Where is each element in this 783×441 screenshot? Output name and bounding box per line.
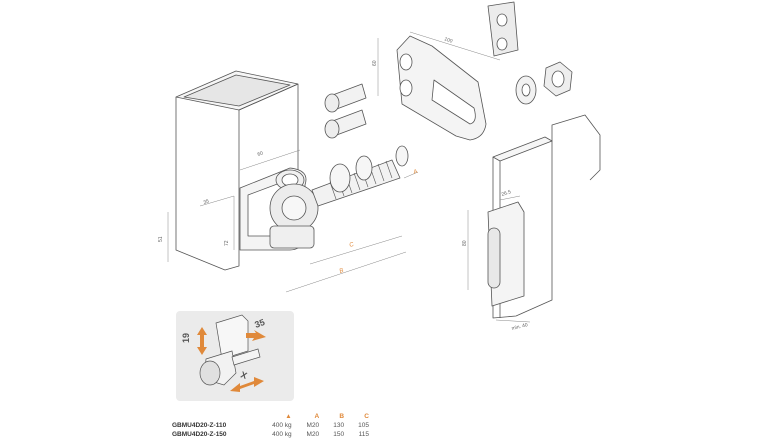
weld-bracket	[239, 167, 319, 251]
table-header-model	[172, 412, 257, 421]
dim-plate-width: 100	[443, 36, 453, 45]
washer	[515, 75, 537, 105]
horizontal-arrow-icon	[246, 330, 266, 341]
threaded-bolt	[311, 145, 409, 207]
dim-post-offset: 26.5	[501, 189, 512, 198]
dim-post-mount-height: 80	[462, 240, 468, 246]
load-cell: 400 kg	[272, 431, 292, 438]
b-cell: 150	[333, 431, 345, 438]
c-cell: 105	[358, 422, 369, 429]
right-post	[487, 114, 601, 319]
dimension-lines	[167, 31, 531, 323]
table-row: GBMU4D20-Z-110 400 kg M20 130 105	[172, 421, 372, 430]
label-a: A	[412, 169, 419, 176]
weight-icon: ▲	[285, 413, 292, 420]
vertical-arrow-icon	[197, 327, 207, 355]
axial-arrow-icon	[230, 377, 264, 392]
inset-vertical-adjust: 19	[181, 333, 191, 343]
inset-horizontal-adjust: 35	[253, 317, 266, 330]
mounting-plate	[396, 35, 487, 141]
dim-post-base: min. 40	[511, 322, 529, 332]
adjustment-inset: 19 35 X	[176, 311, 294, 401]
a-cell: M20	[306, 422, 320, 429]
table-header-row: ▲ A B C	[172, 412, 372, 421]
label-b: B	[339, 268, 345, 275]
load-cell: 400 kg	[272, 422, 292, 429]
inset-axial-adjust: X	[239, 369, 248, 380]
spec-table: ▲ A B C GBMU4D20-Z-110 400 kg M20 130 10…	[172, 412, 372, 439]
nut-plate	[487, 1, 519, 57]
table-header-c: C	[364, 413, 369, 420]
model-cell: GBMU4D20-Z-150	[172, 431, 227, 438]
left-post	[175, 70, 299, 271]
a-cell: M20	[306, 431, 320, 438]
b-cell: 130	[333, 422, 345, 429]
model-cell: GBMU4D20-Z-110	[172, 422, 227, 429]
fixing-bolts	[324, 83, 367, 139]
dimension-labels: 60 35 51 72 60 100 80 26.5 min. 40 A B C	[158, 36, 529, 332]
dim-plate-height: 60	[372, 60, 378, 66]
c-cell: 115	[358, 431, 369, 438]
label-c: C	[349, 242, 356, 249]
dim-bracket-depth: 35	[203, 198, 210, 205]
hex-nut	[543, 61, 573, 97]
dim-bracket-height: 72	[224, 240, 230, 246]
dim-post-height: 51	[158, 236, 164, 242]
table-header-a: A	[314, 413, 320, 420]
dim-bracket-width: 60	[257, 150, 264, 157]
table-row: GBMU4D20-Z-150 400 kg M20 150 115	[172, 430, 372, 439]
table-header-b: B	[339, 413, 345, 420]
